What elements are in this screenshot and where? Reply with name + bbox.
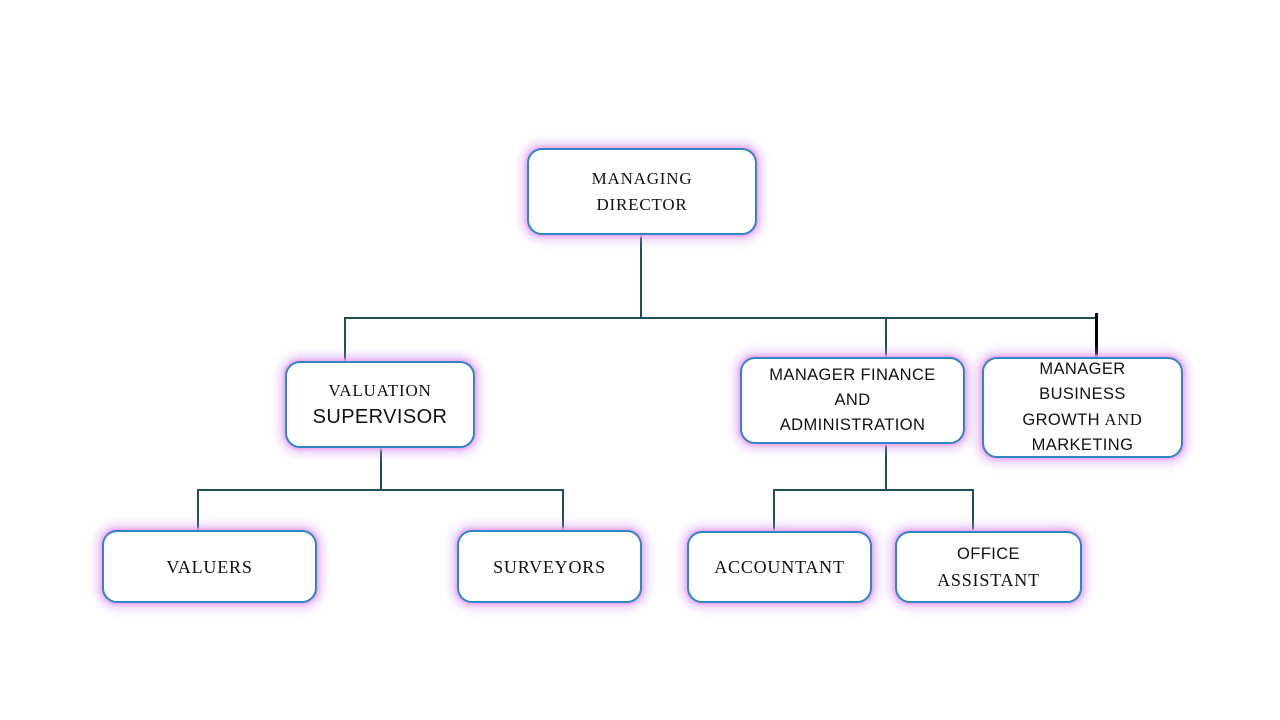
node-label-line: VALUERS (166, 556, 253, 577)
node-label-line: GROWTH AND (1022, 407, 1142, 433)
node-label-line: OFFICE (957, 544, 1020, 563)
node-label-line: DIRECTOR (596, 194, 688, 214)
node-label-line: BUSINESS (1039, 385, 1126, 403)
connector-drop-valuers (197, 489, 199, 531)
node-label-line: MARKETING (1031, 436, 1134, 454)
node-label-line: AND (834, 391, 871, 409)
connector-level2-horizontal (344, 317, 1097, 319)
connector-md-trunk (640, 235, 642, 319)
connector-drop-accountant (773, 489, 775, 532)
node-label-segment: AND (1104, 410, 1143, 429)
node-label-line: MANAGER (1039, 360, 1126, 378)
node-label-line: SURVEYORS (493, 556, 606, 577)
connector-drop-manager-finance (885, 317, 887, 359)
org-node-manager-finance-admin[interactable]: MANAGER FINANCE AND ADMINISTRATION (740, 357, 965, 444)
connector-drop-office-assistant (972, 489, 974, 532)
org-node-managing-director[interactable]: MANAGING DIRECTOR (527, 148, 757, 235)
connector-drop-surveyors (562, 489, 564, 531)
node-label-line: MANAGING (591, 168, 693, 188)
node-label-segment: GROWTH (1022, 411, 1100, 429)
node-label-line: ACCOUNTANT (714, 557, 845, 577)
node-label-line: VALUATION (328, 381, 432, 400)
node-label-line: ASSISTANT (937, 569, 1040, 590)
connector-drop-manager-business (1095, 313, 1098, 359)
org-node-office-assistant[interactable]: OFFICE ASSISTANT (895, 531, 1082, 603)
connector-drop-valuation-supervisor (344, 317, 346, 363)
org-node-valuation-supervisor[interactable]: VALUATION SUPERVISOR (285, 361, 475, 448)
node-label-line: ADMINISTRATION (779, 416, 926, 434)
org-node-accountant[interactable]: ACCOUNTANT (687, 531, 872, 603)
node-label-line: SUPERVISOR (312, 406, 448, 428)
org-node-manager-business-growth[interactable]: MANAGER BUSINESS GROWTH AND MARKETING (982, 357, 1183, 458)
org-node-valuers[interactable]: VALUERS (102, 530, 317, 603)
connector-valuation-trunk (380, 448, 382, 491)
connector-finance-trunk (885, 444, 887, 491)
org-node-surveyors[interactable]: SURVEYORS (457, 530, 642, 603)
node-label-line: MANAGER FINANCE (769, 366, 936, 384)
connector-valuation-horizontal (197, 489, 564, 491)
connector-finance-horizontal (773, 489, 974, 491)
